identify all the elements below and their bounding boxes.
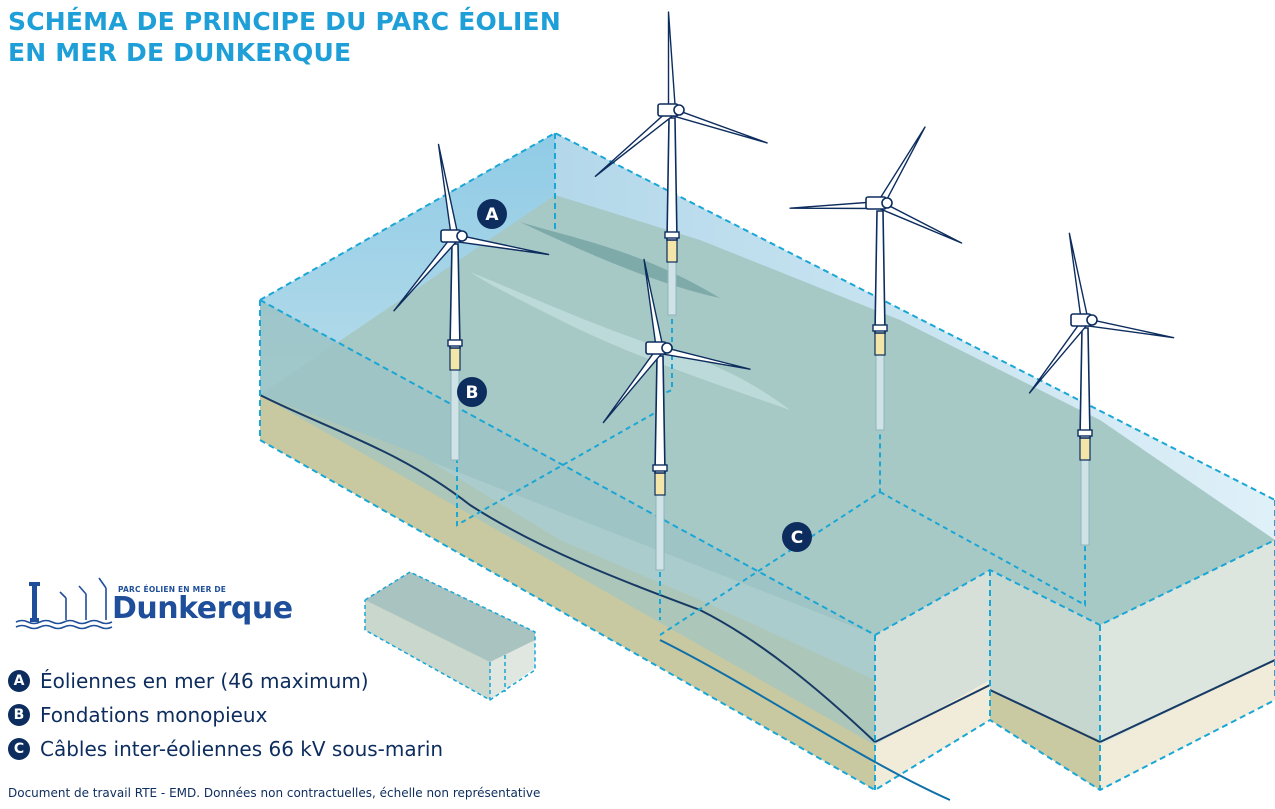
platform-ring bbox=[872, 324, 888, 332]
legend-label: Fondations monopieux bbox=[40, 703, 268, 727]
legend-label: Câbles inter-éoliennes 66 kV sous-marin bbox=[40, 737, 444, 761]
monopile bbox=[655, 494, 665, 571]
wind-turbine bbox=[393, 143, 550, 461]
blade bbox=[670, 107, 768, 144]
block-face-b-sand bbox=[990, 690, 1100, 790]
block-face-c-sand bbox=[1100, 660, 1275, 790]
block-seabed-line bbox=[874, 659, 1275, 743]
transition-piece bbox=[449, 347, 461, 371]
svg-text:A: A bbox=[485, 205, 499, 225]
footnote: Document de travail RTE - EMD. Données n… bbox=[8, 786, 541, 800]
monopile bbox=[667, 261, 677, 316]
logo-big-text: Dunkerque bbox=[112, 591, 293, 626]
blade bbox=[876, 126, 926, 208]
transition-piece bbox=[654, 472, 666, 496]
tower bbox=[449, 243, 461, 349]
wind-turbine bbox=[1028, 232, 1175, 546]
blade bbox=[1083, 317, 1175, 339]
blade bbox=[594, 108, 675, 177]
export-cable bbox=[659, 639, 951, 801]
hub bbox=[661, 342, 673, 354]
seabed-line bbox=[259, 394, 876, 743]
blade bbox=[1028, 319, 1089, 394]
block-face-a-sand bbox=[875, 680, 990, 790]
seabed-front-layer bbox=[260, 395, 875, 790]
logo-small-text: PARC ÉOLIEN EN MER DE bbox=[118, 585, 227, 594]
wind-turbine bbox=[602, 258, 751, 571]
legend-marker: A bbox=[8, 670, 30, 692]
marker-a: A bbox=[477, 199, 507, 229]
transition-piece bbox=[1079, 437, 1091, 461]
tower bbox=[1079, 327, 1091, 439]
wind-turbine bbox=[789, 126, 963, 431]
platform-ring bbox=[652, 464, 668, 472]
platform-ring bbox=[447, 339, 463, 347]
platform-ring bbox=[1077, 429, 1093, 437]
blade bbox=[667, 11, 677, 113]
blade bbox=[1068, 232, 1090, 324]
svg-text:C: C bbox=[791, 528, 803, 548]
hub bbox=[1086, 314, 1098, 326]
title-line-1: SCHÉMA DE PRINCIPE DU PARC ÉOLIEN bbox=[8, 7, 561, 36]
monopile bbox=[1080, 459, 1090, 546]
monopile bbox=[875, 354, 885, 431]
marker-b: B bbox=[457, 377, 487, 407]
sand-wave bbox=[470, 272, 790, 410]
hub bbox=[881, 197, 893, 209]
block-outline bbox=[259, 131, 1275, 792]
legend-marker: B bbox=[8, 704, 30, 726]
svg-text:B: B bbox=[466, 383, 479, 403]
tower bbox=[654, 355, 666, 474]
blade bbox=[877, 201, 963, 244]
dunkerque-logo bbox=[15, 577, 113, 630]
tower bbox=[874, 210, 886, 334]
tower bbox=[666, 117, 678, 241]
wind-turbines bbox=[393, 11, 1175, 571]
seabed-surface bbox=[260, 195, 1275, 635]
title-line-2: EN MER DE DUNKERQUE bbox=[8, 38, 352, 67]
legend-marker: C bbox=[8, 738, 30, 760]
page-title: SCHÉMA DE PRINCIPE DU PARC ÉOLIEN EN MER… bbox=[8, 6, 561, 68]
wind-turbine bbox=[594, 11, 768, 316]
monopile bbox=[450, 369, 460, 461]
small-block bbox=[364, 571, 536, 701]
transition-piece bbox=[874, 332, 886, 356]
transition-piece bbox=[666, 239, 678, 263]
marker-c: C bbox=[782, 522, 812, 552]
legend-label: Éoliennes en mer (46 maximum) bbox=[40, 669, 369, 693]
hub bbox=[456, 230, 468, 242]
platform-ring bbox=[664, 231, 680, 239]
water-back-wall-left bbox=[260, 133, 555, 395]
hub bbox=[673, 104, 685, 116]
water-front-layer bbox=[260, 395, 875, 745]
